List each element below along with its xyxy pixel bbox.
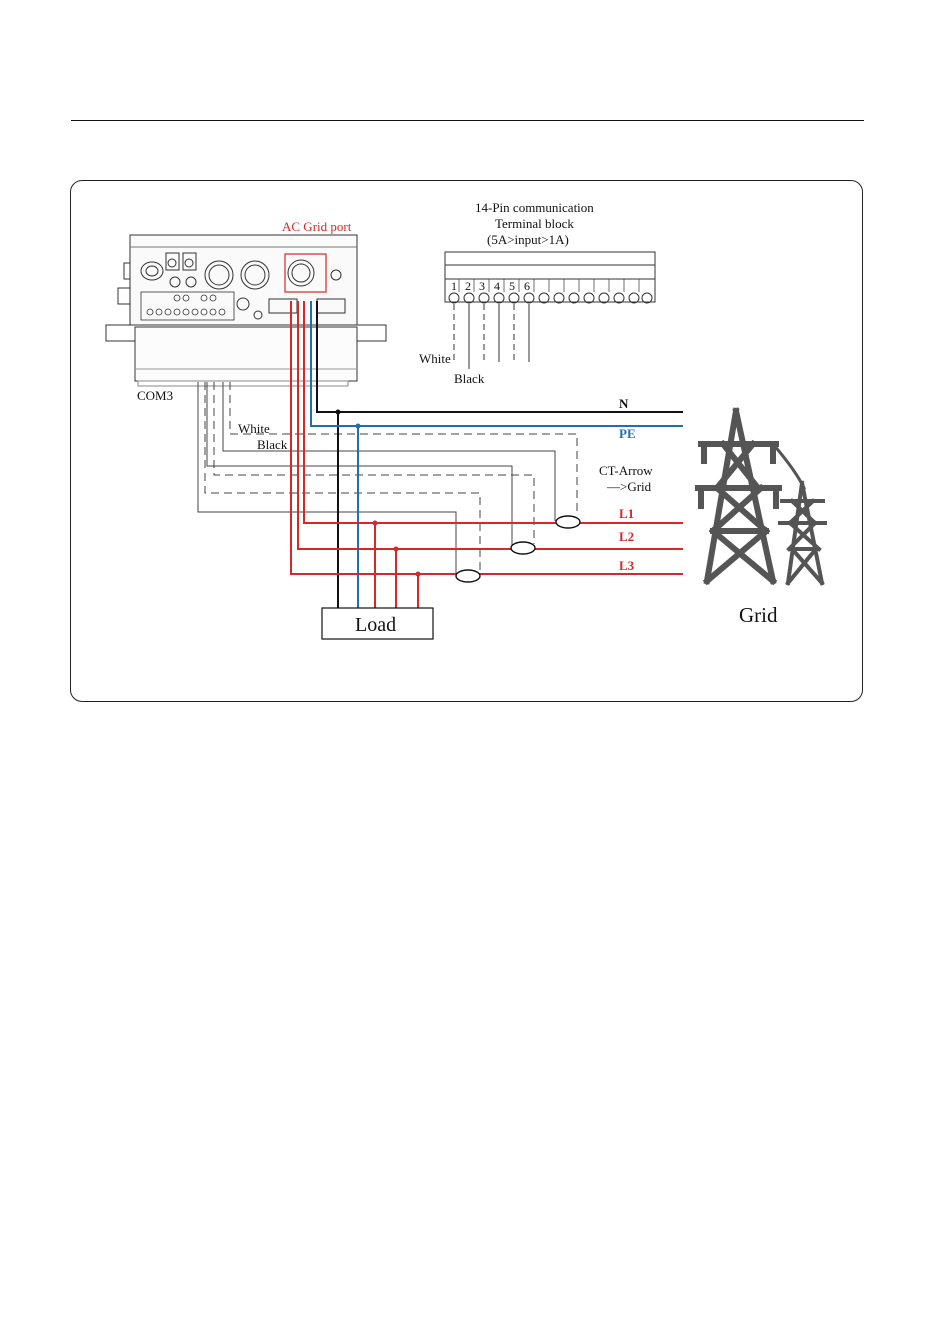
ct-ring-l2	[511, 542, 535, 554]
line-l3-label: L3	[619, 558, 635, 573]
ct-ring-l1	[556, 516, 580, 528]
com3-label: COM3	[137, 388, 173, 403]
line-l1-label: L1	[619, 506, 634, 521]
svg-text:5: 5	[509, 279, 515, 293]
terminal-title-line3: (5A>input>1A)	[487, 232, 569, 247]
wiring-diagram: AC Grid port 1 2 3	[71, 181, 863, 702]
com3-black-label: Black	[257, 437, 288, 452]
terminal-black-label: Black	[454, 371, 485, 386]
line-pe-label: PE	[619, 426, 636, 441]
com3-white-label: White	[238, 421, 270, 436]
inverter-icon	[106, 235, 386, 386]
svg-text:2: 2	[465, 279, 471, 293]
terminal-pin-numbers: 1 2 3 4 5 6	[451, 279, 530, 293]
line-n-label: N	[619, 396, 629, 411]
diagram-frame: AC Grid port 1 2 3	[70, 180, 863, 702]
ct-arrow-label-line2: —>Grid	[606, 479, 652, 494]
transmission-tower-icon	[698, 411, 825, 583]
grid-label: Grid	[739, 603, 778, 627]
ct-ring-l3	[456, 570, 480, 582]
ct-arrow-label-line1: CT-Arrow	[599, 463, 653, 478]
line-l2-label: L2	[619, 529, 634, 544]
svg-text:1: 1	[451, 279, 457, 293]
terminal-block	[445, 252, 655, 369]
header-rule	[71, 120, 864, 121]
terminal-white-label: White	[419, 351, 451, 366]
load-label: Load	[355, 614, 396, 636]
svg-text:6: 6	[524, 279, 530, 293]
terminal-title-line2: Terminal block	[495, 216, 574, 231]
svg-text:3: 3	[479, 279, 485, 293]
terminal-title-line1: 14-Pin communication	[475, 200, 594, 215]
svg-text:4: 4	[494, 279, 500, 293]
ac-grid-port-label: AC Grid port	[282, 219, 352, 234]
